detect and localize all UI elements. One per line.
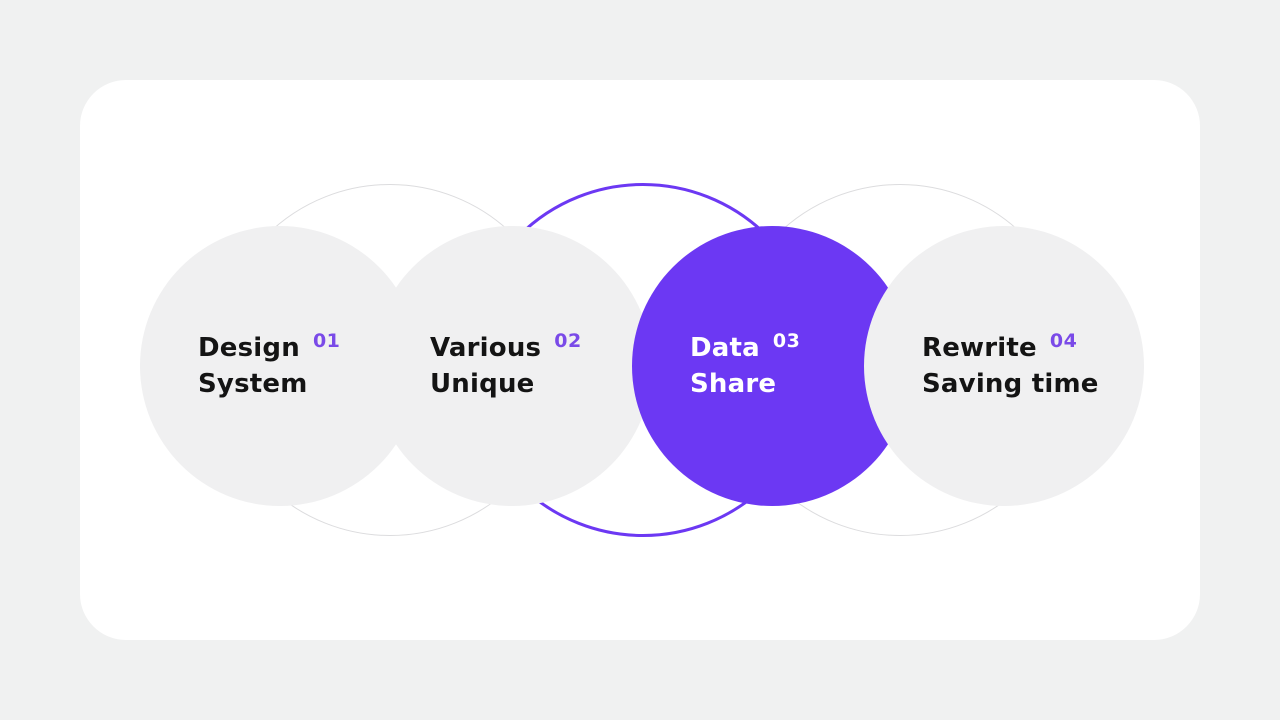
- step-title-line: System: [198, 369, 308, 399]
- slide-card: Design 01 System Various 02 Unique Data 03 …: [80, 80, 1200, 640]
- step-circle-data-share: Data 03 Share: [632, 226, 912, 506]
- step-title-word: Various: [430, 333, 542, 363]
- step-title-line: Unique: [430, 369, 535, 399]
- step-title-line: Saving time: [922, 369, 1099, 399]
- step-number: 01: [312, 330, 341, 352]
- step-title-line: Data 03: [690, 330, 800, 367]
- step-title-line: Share: [690, 369, 777, 399]
- step-title-line: Rewrite 04: [922, 330, 1099, 367]
- step-circle-various-unique: Various 02 Unique: [372, 226, 652, 506]
- step-title-word: Design: [198, 333, 300, 363]
- step-title-word: Rewrite: [922, 333, 1037, 363]
- step-circle-rewrite-saving-time: Rewrite 04 Saving time: [864, 226, 1144, 506]
- step-title-line: Various 02: [430, 330, 582, 367]
- step-label: Rewrite 04 Saving time: [864, 330, 1099, 401]
- step-number: 04: [1049, 330, 1078, 352]
- step-number: 03: [772, 330, 801, 352]
- step-title-line: Design 01: [198, 330, 340, 367]
- step-number: 02: [554, 330, 582, 352]
- step-label: Design 01 System: [140, 330, 340, 401]
- step-title-word: Data: [690, 333, 760, 363]
- step-label: Various 02 Unique: [372, 330, 582, 401]
- step-label: Data 03 Share: [632, 330, 800, 401]
